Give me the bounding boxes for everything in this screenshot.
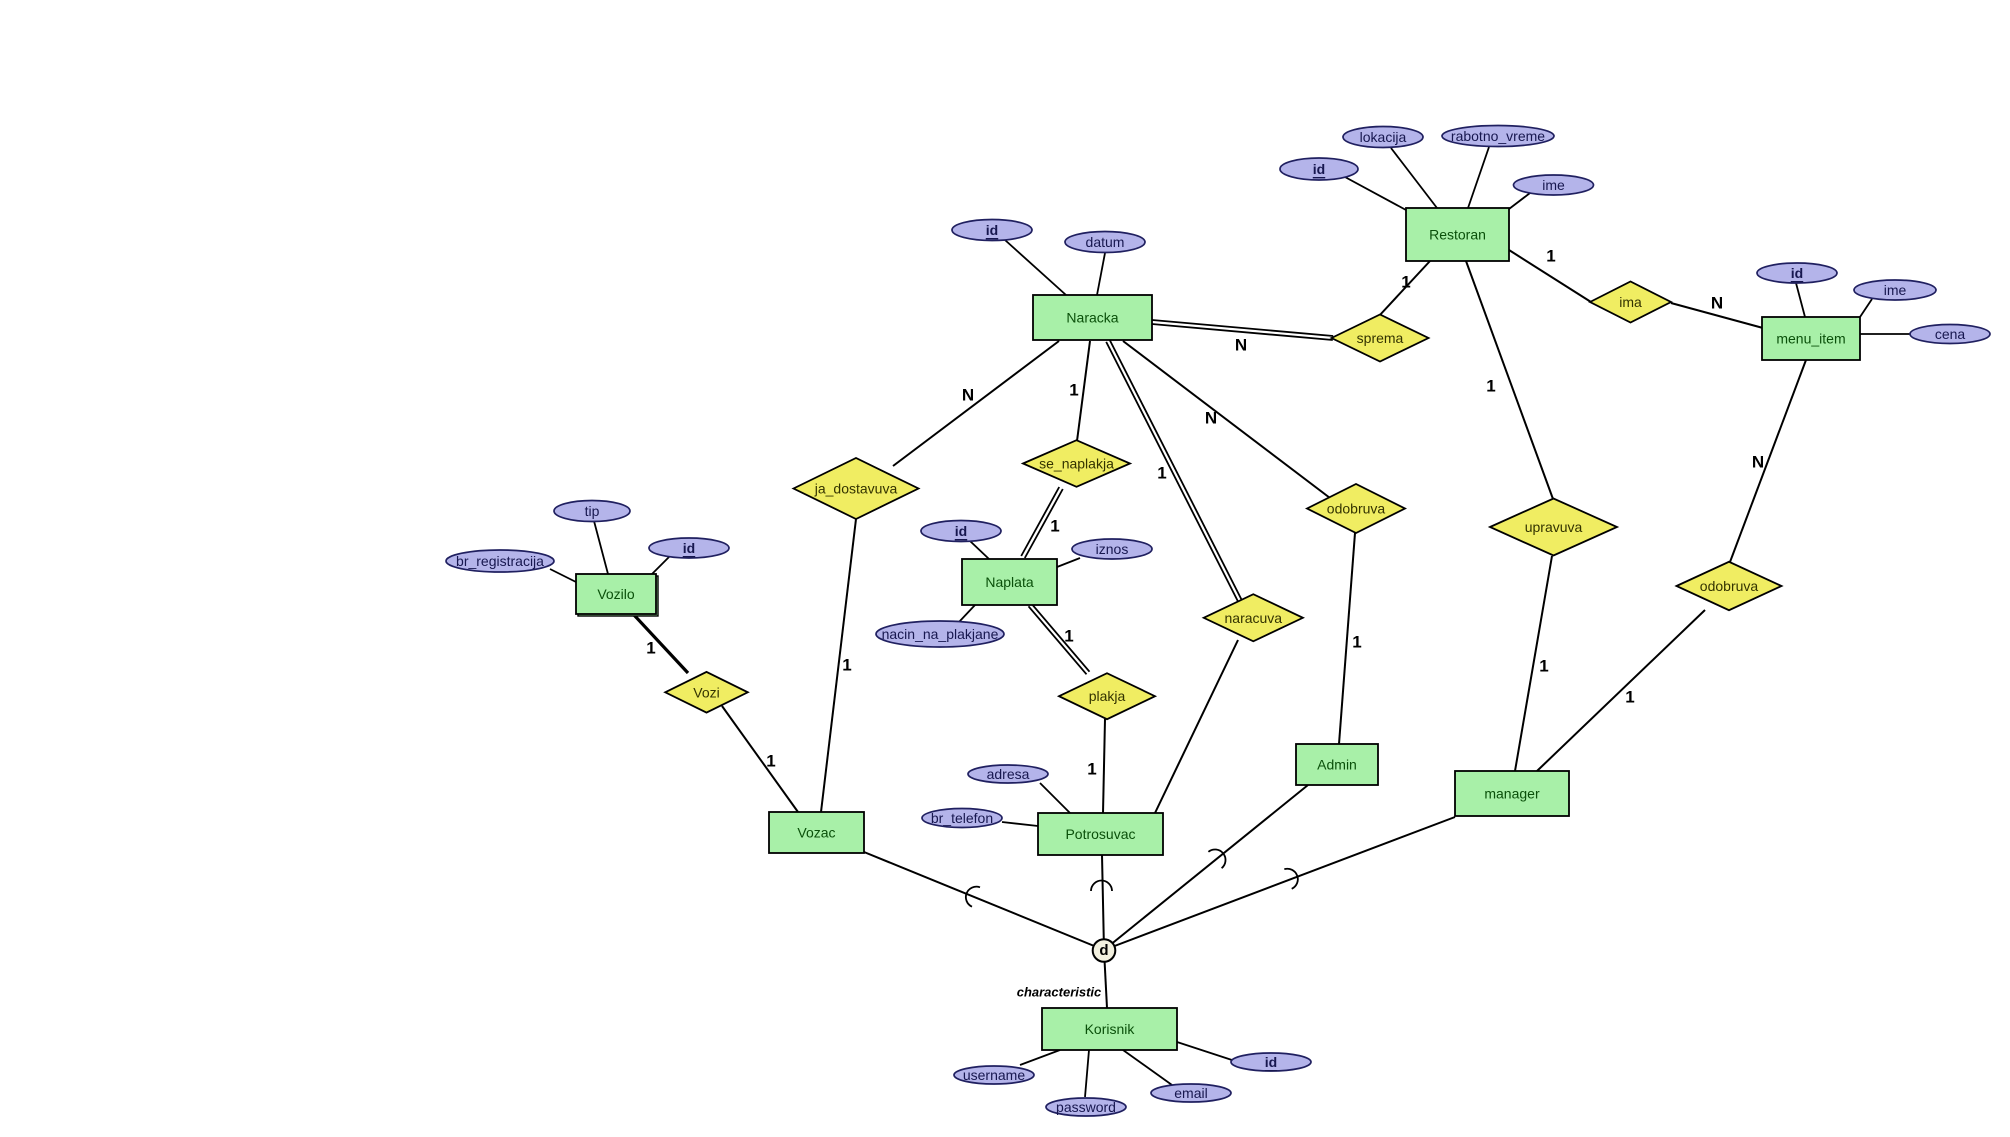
svg-text:Potrosuvac: Potrosuvac xyxy=(1065,826,1135,842)
svg-text:1: 1 xyxy=(1486,377,1495,396)
svg-text:Naracka: Naracka xyxy=(1066,310,1118,326)
svg-text:Vozilo: Vozilo xyxy=(597,586,635,602)
svg-text:adresa: adresa xyxy=(987,766,1030,782)
svg-text:1: 1 xyxy=(842,656,851,675)
svg-text:1: 1 xyxy=(646,639,655,658)
svg-text:1: 1 xyxy=(1352,633,1361,652)
svg-text:Naplata: Naplata xyxy=(985,574,1033,590)
svg-text:Vozac: Vozac xyxy=(797,825,835,841)
svg-text:email: email xyxy=(1174,1085,1207,1101)
svg-text:N: N xyxy=(1235,336,1247,355)
svg-text:N: N xyxy=(1752,453,1764,472)
svg-text:id: id xyxy=(1313,161,1325,177)
svg-text:characteristic: characteristic xyxy=(1017,985,1102,1000)
svg-text:ime: ime xyxy=(1884,282,1907,298)
svg-text:Restoran: Restoran xyxy=(1429,227,1486,243)
svg-text:password: password xyxy=(1056,1099,1116,1115)
svg-text:lokacija: lokacija xyxy=(1360,129,1407,145)
svg-text:1: 1 xyxy=(1087,760,1096,779)
svg-text:manager: manager xyxy=(1484,786,1540,802)
svg-text:iznos: iznos xyxy=(1096,541,1129,557)
svg-text:1: 1 xyxy=(1050,517,1059,536)
svg-text:datum: datum xyxy=(1086,234,1125,250)
svg-text:N: N xyxy=(962,386,974,405)
svg-text:upravuva: upravuva xyxy=(1525,519,1583,535)
svg-text:1: 1 xyxy=(1401,273,1410,292)
svg-text:1: 1 xyxy=(1064,627,1073,646)
svg-text:1: 1 xyxy=(766,752,775,771)
svg-text:rabotno_vreme: rabotno_vreme xyxy=(1451,128,1545,144)
svg-text:Vozi: Vozi xyxy=(693,684,719,700)
svg-text:1: 1 xyxy=(1069,381,1078,400)
svg-text:Korisnik: Korisnik xyxy=(1085,1021,1136,1037)
svg-text:tip: tip xyxy=(585,503,600,519)
svg-text:plakja: plakja xyxy=(1089,688,1126,704)
svg-text:ime: ime xyxy=(1542,177,1565,193)
svg-text:cena: cena xyxy=(1935,326,1966,342)
svg-text:ja_dostavuva: ja_dostavuva xyxy=(814,481,898,497)
svg-text:id: id xyxy=(955,523,967,539)
svg-text:id: id xyxy=(986,222,998,238)
svg-text:br_registracija: br_registracija xyxy=(456,553,544,569)
svg-text:sprema: sprema xyxy=(1357,330,1404,346)
svg-text:id: id xyxy=(1265,1054,1277,1070)
svg-text:se_naplakja: se_naplakja xyxy=(1039,456,1114,472)
svg-text:menu_item: menu_item xyxy=(1776,331,1845,347)
svg-text:odobruva: odobruva xyxy=(1700,578,1759,594)
svg-text:ima: ima xyxy=(1619,294,1642,310)
svg-text:N: N xyxy=(1205,409,1217,428)
svg-text:d: d xyxy=(1099,942,1108,959)
svg-text:1: 1 xyxy=(1546,247,1555,266)
svg-text:N: N xyxy=(1711,294,1723,313)
svg-text:br_telefon: br_telefon xyxy=(931,810,993,826)
svg-text:Admin: Admin xyxy=(1317,757,1357,773)
svg-text:1: 1 xyxy=(1625,688,1634,707)
svg-text:nacin_na_plakjane: nacin_na_plakjane xyxy=(882,626,999,642)
svg-text:naracuva: naracuva xyxy=(1225,610,1283,626)
svg-text:1: 1 xyxy=(1539,657,1548,676)
svg-text:1: 1 xyxy=(1157,464,1166,483)
svg-text:odobruva: odobruva xyxy=(1327,501,1386,517)
svg-text:id: id xyxy=(683,540,695,556)
svg-text:id: id xyxy=(1791,265,1803,281)
svg-text:username: username xyxy=(963,1067,1025,1083)
